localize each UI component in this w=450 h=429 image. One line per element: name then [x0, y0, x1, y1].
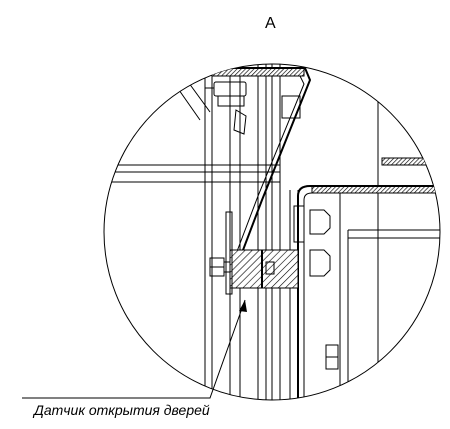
- view-label: А: [265, 15, 276, 32]
- leader-arrow: [239, 300, 247, 312]
- leader-line: [22, 299, 246, 399]
- detail-geometry: [104, 64, 440, 400]
- callout-text: Датчик открытия дверей: [32, 402, 210, 418]
- sensor-body: [229, 249, 299, 289]
